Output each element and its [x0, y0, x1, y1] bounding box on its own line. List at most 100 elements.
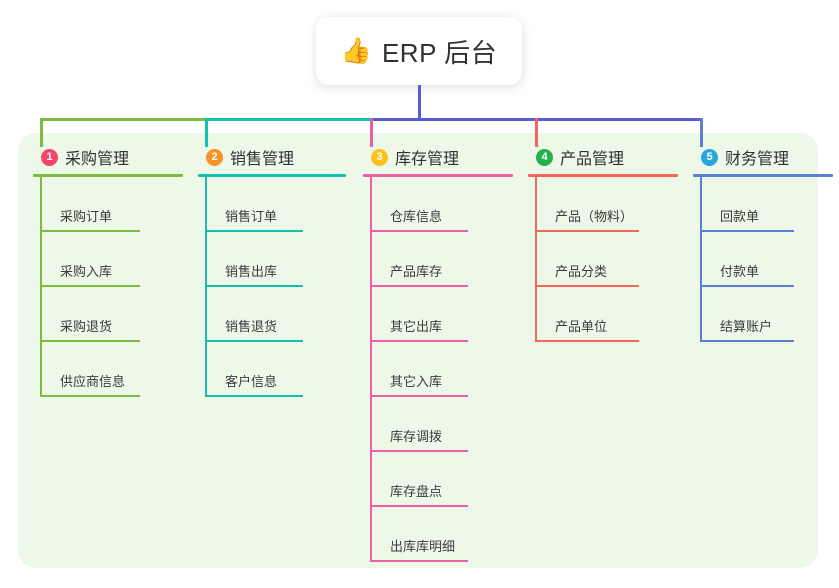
leaf-label: 供应商信息: [60, 374, 126, 389]
leaf-node[interactable]: 回款单: [695, 177, 833, 232]
branch-title: 库存管理: [395, 151, 460, 168]
branch-title: 销售管理: [230, 151, 295, 168]
branch-items: 采购订单采购入库采购退货供应商信息: [33, 177, 183, 397]
leaf-underline: [42, 285, 140, 287]
branch-spine: [700, 177, 702, 342]
leaf-node[interactable]: 出库库明细: [365, 507, 513, 562]
leaf-label: 销售订单: [225, 209, 278, 224]
leaf-underline: [702, 340, 794, 342]
leaf-underline: [207, 340, 303, 342]
branch-title: 财务管理: [725, 151, 790, 168]
leaf-label: 结算账户: [720, 319, 773, 334]
leaf-node[interactable]: 销售出库: [200, 232, 346, 287]
leaf-node[interactable]: 采购退货: [35, 287, 183, 342]
connector-root-stem: [418, 85, 421, 121]
leaf-underline: [207, 230, 303, 232]
leaf-underline: [702, 285, 794, 287]
connector-stub-1: [40, 118, 43, 147]
leaf-label: 采购订单: [60, 209, 113, 224]
leaf-underline: [537, 340, 639, 342]
leaf-underline: [537, 285, 639, 287]
leaf-label: 产品（物料）: [555, 209, 634, 224]
background-panel: [18, 133, 818, 568]
branch-spine: [535, 177, 537, 342]
leaf-label: 销售退货: [225, 319, 278, 334]
leaf-node[interactable]: 供应商信息: [35, 342, 183, 397]
leaf-label: 回款单: [720, 209, 760, 224]
leaf-node[interactable]: 销售订单: [200, 177, 346, 232]
branch-items: 仓库信息产品库存其它出库其它入库库存调拨库存盘点出库库明细: [363, 177, 513, 562]
leaf-label: 产品库存: [390, 264, 443, 279]
branch-header-1[interactable]: 1 采购管理: [33, 146, 183, 168]
leaf-node[interactable]: 付款单: [695, 232, 833, 287]
branch-underline: [198, 174, 346, 177]
branch-header-5[interactable]: 5 财务管理: [693, 146, 833, 168]
leaf-underline: [702, 230, 794, 232]
leaf-label: 销售出库: [225, 264, 278, 279]
leaf-label: 产品分类: [555, 264, 608, 279]
leaf-node[interactable]: 产品库存: [365, 232, 513, 287]
leaf-node[interactable]: 库存盘点: [365, 452, 513, 507]
branch-spine: [205, 177, 207, 397]
connector-stub-2: [205, 118, 208, 147]
branch-column-5: 5 财务管理回款单付款单结算账户: [693, 146, 833, 342]
leaf-node[interactable]: 其它出库: [365, 287, 513, 342]
leaf-underline: [372, 560, 468, 562]
root-node[interactable]: 👍 ERP 后台: [316, 17, 522, 85]
leaf-node[interactable]: 销售退货: [200, 287, 346, 342]
connector-stub-3: [370, 118, 373, 147]
leaf-underline: [372, 395, 468, 397]
branch-spine: [40, 177, 42, 397]
leaf-label: 出库库明细: [390, 539, 456, 554]
branch-items: 回款单付款单结算账户: [693, 177, 833, 342]
leaf-node[interactable]: 客户信息: [200, 342, 346, 397]
leaf-label: 其它出库: [390, 319, 443, 334]
leaf-node[interactable]: 采购入库: [35, 232, 183, 287]
branch-number-badge: 5: [701, 148, 718, 166]
branch-column-1: 1 采购管理采购订单采购入库采购退货供应商信息: [33, 146, 183, 397]
thumbs-up-icon: 👍: [340, 36, 372, 65]
leaf-underline: [372, 285, 468, 287]
leaf-label: 客户信息: [225, 374, 278, 389]
leaf-label: 付款单: [720, 264, 760, 279]
leaf-label: 采购退货: [60, 319, 113, 334]
leaf-label: 产品单位: [555, 319, 608, 334]
branch-title: 产品管理: [560, 151, 625, 168]
branch-underline: [528, 174, 678, 177]
branch-items: 销售订单销售出库销售退货客户信息: [198, 177, 346, 397]
leaf-node[interactable]: 其它入库: [365, 342, 513, 397]
branch-underline: [33, 174, 183, 177]
leaf-underline: [372, 230, 468, 232]
leaf-node[interactable]: 产品（物料）: [530, 177, 678, 232]
leaf-underline: [42, 230, 140, 232]
leaf-label: 其它入库: [390, 374, 443, 389]
root-title: ERP 后台: [381, 37, 498, 68]
leaf-node[interactable]: 产品分类: [530, 232, 678, 287]
leaf-underline: [537, 230, 639, 232]
leaf-label: 库存调拨: [390, 429, 443, 444]
connector-stub-4: [535, 118, 538, 147]
leaf-node[interactable]: 仓库信息: [365, 177, 513, 232]
leaf-underline: [372, 450, 468, 452]
leaf-label: 仓库信息: [390, 209, 443, 224]
leaf-underline: [207, 285, 303, 287]
leaf-label: 库存盘点: [390, 484, 443, 499]
leaf-node[interactable]: 采购订单: [35, 177, 183, 232]
branch-title: 采购管理: [65, 151, 130, 168]
leaf-node[interactable]: 结算账户: [695, 287, 833, 342]
leaf-underline: [207, 395, 303, 397]
leaf-node[interactable]: 产品单位: [530, 287, 678, 342]
branch-number-badge: 1: [41, 148, 58, 166]
branch-spine: [370, 177, 372, 562]
branch-items: 产品（物料） 产品分类产品单位: [528, 177, 678, 342]
leaf-node[interactable]: 库存调拨: [365, 397, 513, 452]
leaf-underline: [372, 505, 468, 507]
leaf-label: 采购入库: [60, 264, 113, 279]
